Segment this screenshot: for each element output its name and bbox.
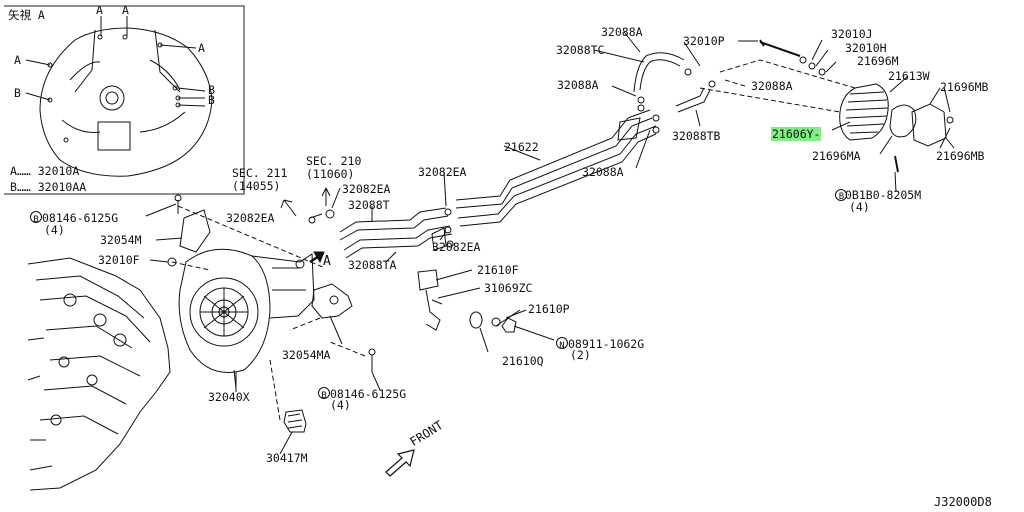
bell-housing-32040X <box>178 248 315 389</box>
inset-marker-b1: B <box>14 86 21 100</box>
label-sec211-num: (14055) <box>232 179 281 193</box>
bushing-group <box>469 309 555 353</box>
bolt-prefix-icon: B <box>838 192 845 202</box>
engine-block <box>27 257 171 491</box>
inset-frame <box>4 5 245 195</box>
hose-32088TC <box>633 52 692 112</box>
label-0B1B0-qty: (4) <box>849 200 870 214</box>
inset-marker-a4: A <box>14 53 21 67</box>
label-21696MB-bot: 21696MB <box>936 149 985 163</box>
label-21696MB-top: 21696MB <box>940 80 989 94</box>
label-sec211: SEC. 211 <box>232 166 288 180</box>
pipe-32088T <box>308 207 454 259</box>
highlight-21606Y: 21606Y- <box>771 127 822 141</box>
label-32054MA: 32054MA <box>282 348 331 362</box>
inset-leader-lines <box>25 16 206 107</box>
label-32088TC: 32088TC <box>556 43 605 57</box>
label-21610F: 21610F <box>477 263 519 277</box>
inset-legend-a: A…… 32010A <box>10 164 80 178</box>
sec-arrows <box>280 187 331 264</box>
inset-legend-b: B…… 32010AA <box>10 180 87 194</box>
label-32040X: 32040X <box>208 390 250 404</box>
label-32082EA-c: 32082EA <box>226 211 275 225</box>
label-32088TA: 32088TA <box>348 258 397 272</box>
label-0B1B0: B0B1B0-8205M <box>838 188 922 202</box>
label-21613W: 21613W <box>888 69 930 83</box>
solid-leaders <box>145 31 951 455</box>
label-08146-bot-qty: (4) <box>330 398 351 412</box>
label-32088A-low: 32088A <box>582 165 624 179</box>
inset-marker-b2: B <box>208 83 215 97</box>
label-21610Q: 21610Q <box>502 354 544 368</box>
inset-housing-outline <box>39 27 213 177</box>
label-21696M: 21696M <box>857 54 899 68</box>
bolt-prefix-icon: B <box>321 391 327 401</box>
label-32088T: 32088T <box>348 198 390 212</box>
label-32010P: 32010P <box>683 34 725 48</box>
inset-marker-a1: A <box>96 3 103 17</box>
mount-30417M <box>283 409 307 433</box>
label-32088TB: 32088TB <box>672 129 721 143</box>
inset-marker-b3: B <box>208 93 215 107</box>
label-21696MA: 21696MA <box>812 149 861 163</box>
label-view-a: A <box>323 254 331 269</box>
label-32088A-left: 32088A <box>557 78 599 92</box>
hose-32088TB <box>675 80 716 113</box>
front-arrow <box>385 449 415 477</box>
label-32010H: 32010H <box>845 41 887 55</box>
label-32010J: 32010J <box>831 27 873 41</box>
label-31069ZC: 31069ZC <box>484 281 533 295</box>
label-32082EA-d: 32082EA <box>432 240 481 254</box>
bolt-prefix-icon: B <box>33 215 39 225</box>
label-sec210-num: (11060) <box>306 167 355 181</box>
label-21622: 21622 <box>504 140 539 154</box>
cooler-assembly <box>759 39 955 173</box>
label-32088A-top: 32088A <box>601 25 643 39</box>
label-32082EA-b: 32082EA <box>342 182 391 196</box>
label-32082EA-a: 32082EA <box>418 165 467 179</box>
diagram-code: J32000D8 <box>934 495 992 509</box>
pipe-21622 <box>455 109 660 227</box>
bracket-21610F <box>417 269 443 331</box>
label-32088A-mid: 32088A <box>751 79 793 93</box>
label-08146-top-qty: (4) <box>44 223 65 237</box>
bracket-32054M <box>167 194 211 267</box>
inset-marker-a3: A <box>198 41 205 55</box>
label-32010F: 32010F <box>98 253 140 267</box>
inset-title: 矢視 A <box>8 8 45 22</box>
label-08911-qty: (2) <box>570 348 591 362</box>
inset-marker-a2: A <box>122 3 129 17</box>
label-21606Y: 21606Y- <box>771 127 822 141</box>
label-32054M: 32054M <box>100 233 142 247</box>
bracket-32054MA <box>311 283 353 319</box>
label-30417M: 30417M <box>266 451 308 465</box>
bolt-lower <box>368 348 376 372</box>
label-21610P: 21610P <box>528 302 570 316</box>
nut-prefix-icon: N <box>559 341 565 351</box>
dashed-leaders <box>171 59 856 421</box>
circle-prefixes <box>30 189 847 399</box>
label-sec210: SEC. 210 <box>306 154 362 168</box>
